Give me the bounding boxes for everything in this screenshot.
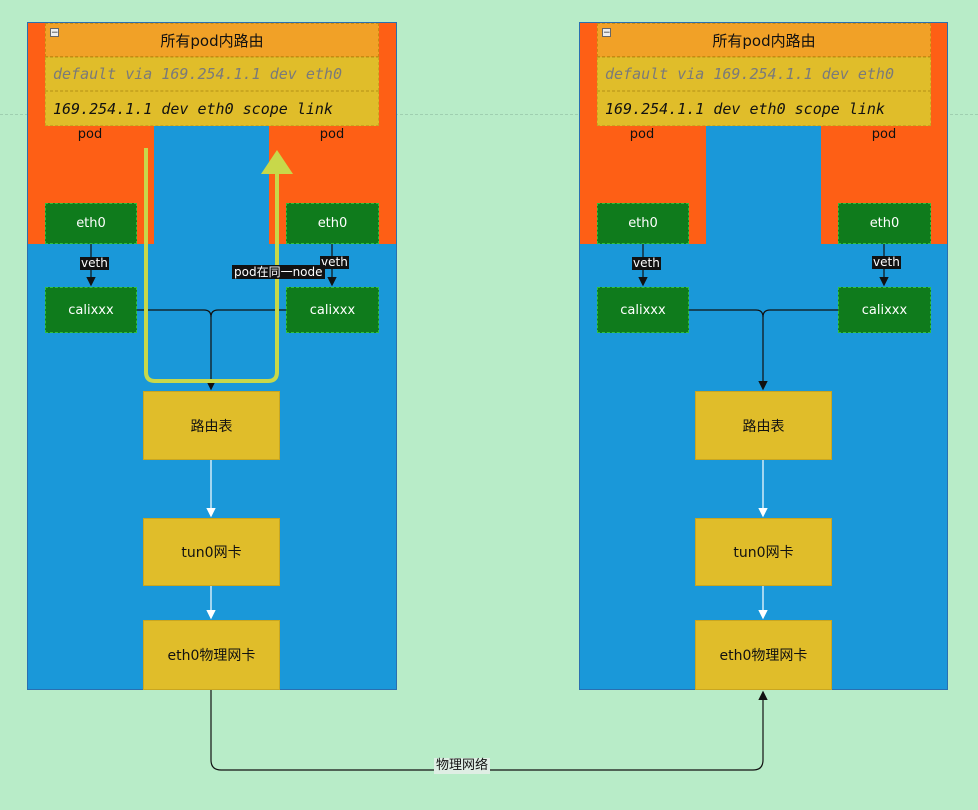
right-pod-right-label: pod <box>871 127 897 142</box>
left-eth0-left[interactable]: eth0 <box>45 203 137 244</box>
left-tun0-nic[interactable]: tun0网卡 <box>143 518 280 586</box>
right-route-header: 所有pod内路由 <box>597 23 931 57</box>
right-cali-left[interactable]: calixxx <box>597 287 689 333</box>
left-route-line-link: 169.254.1.1 dev eth0 scope link <box>45 91 379 126</box>
left-veth-right-label: veth <box>320 255 349 269</box>
left-cali-right[interactable]: calixxx <box>286 287 379 333</box>
right-eth0-left[interactable]: eth0 <box>597 203 689 244</box>
left-physical-nic[interactable]: eth0物理网卡 <box>143 620 280 690</box>
right-collapse-icon[interactable]: − <box>602 28 611 38</box>
right-veth-right-label: veth <box>872 255 901 269</box>
right-eth0-right[interactable]: eth0 <box>838 203 931 244</box>
left-pod-right-label: pod <box>319 127 345 142</box>
left-eth0-right[interactable]: eth0 <box>286 203 379 244</box>
left-route-header: 所有pod内路由 <box>45 23 379 57</box>
physical-network-label: 物理网络 <box>434 758 491 774</box>
right-pod-left-label: pod <box>629 127 655 142</box>
left-route-table[interactable]: 路由表 <box>143 391 280 460</box>
left-collapse-icon[interactable]: − <box>50 28 59 38</box>
right-route-line-link: 169.254.1.1 dev eth0 scope link <box>597 91 931 126</box>
right-route-table[interactable]: 路由表 <box>695 391 832 460</box>
right-route-line-default: default via 169.254.1.1 dev eth0 <box>597 57 931 91</box>
right-physical-nic[interactable]: eth0物理网卡 <box>695 620 832 690</box>
left-pod-left-label: pod <box>77 127 103 142</box>
left-veth-left-label: veth <box>80 256 109 270</box>
right-veth-left-label: veth <box>632 256 661 270</box>
guide-line <box>0 114 978 115</box>
same-node-note: pod在同一node <box>232 265 325 279</box>
right-tun0-nic[interactable]: tun0网卡 <box>695 518 832 586</box>
left-cali-left[interactable]: calixxx <box>45 287 137 333</box>
right-cali-right[interactable]: calixxx <box>838 287 931 333</box>
left-route-line-default: default via 169.254.1.1 dev eth0 <box>45 57 379 91</box>
